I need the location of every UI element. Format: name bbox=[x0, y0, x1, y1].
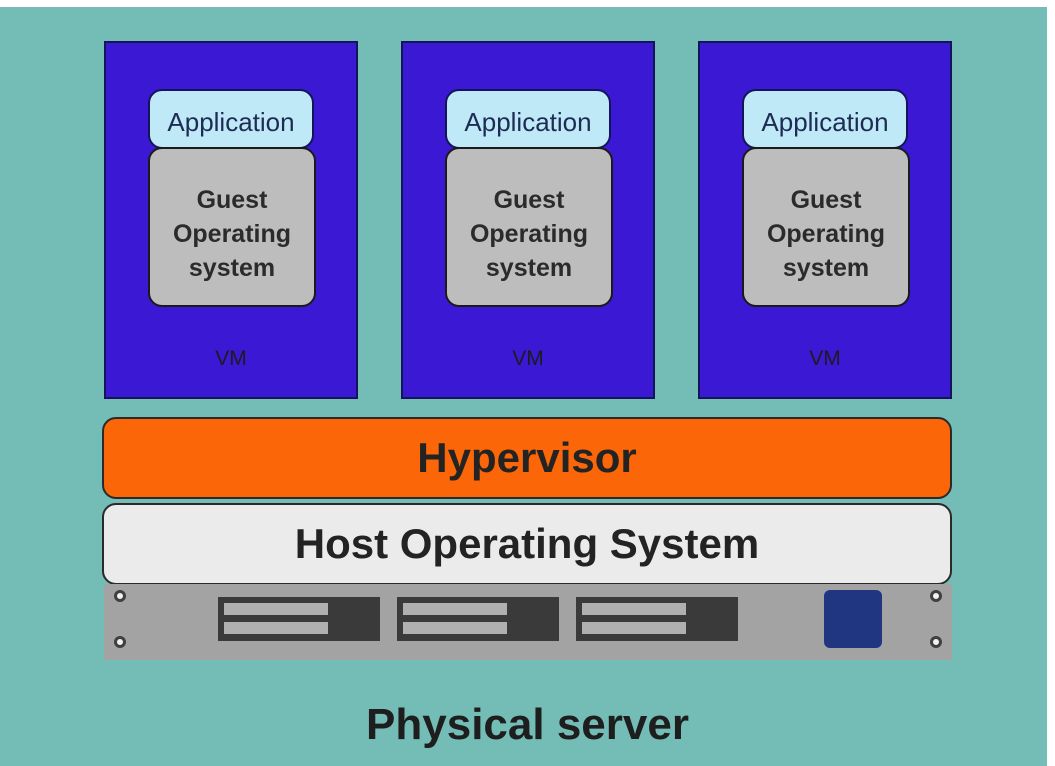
vm-label: VM bbox=[809, 347, 841, 370]
drive-slot bbox=[224, 603, 328, 615]
right-border bbox=[1047, 0, 1055, 766]
top-border bbox=[0, 0, 1055, 7]
drive-slot bbox=[403, 603, 507, 615]
guest-os-line: Guest bbox=[196, 186, 268, 214]
application-box: Application bbox=[148, 89, 314, 149]
power-button-icon bbox=[824, 590, 882, 648]
drive-bay-icon bbox=[397, 597, 559, 641]
guest-os-box: Guest Operating system bbox=[742, 147, 910, 307]
screw-icon bbox=[114, 636, 126, 648]
application-box: Application bbox=[742, 89, 908, 149]
drive-bay-icon bbox=[576, 597, 738, 641]
guest-os-line: Operating bbox=[172, 220, 292, 248]
host-os-layer: Host Operating System bbox=[102, 503, 952, 585]
guest-os-line: system bbox=[782, 254, 870, 282]
application-label: Application bbox=[167, 107, 295, 137]
guest-os-line: Guest bbox=[493, 186, 565, 214]
guest-os-line: Operating bbox=[469, 220, 589, 248]
guest-os-line: Operating bbox=[766, 220, 886, 248]
hypervisor-label: Hypervisor bbox=[417, 434, 637, 481]
guest-os-line: Guest bbox=[790, 186, 862, 214]
screw-icon bbox=[114, 590, 126, 602]
application-label: Application bbox=[761, 107, 889, 137]
screw-icon bbox=[930, 590, 942, 602]
drive-slot bbox=[582, 603, 686, 615]
guest-os-line: system bbox=[188, 254, 276, 282]
vm-box-1: Application Guest Operating system VM bbox=[104, 41, 358, 399]
drive-slot bbox=[582, 622, 686, 634]
physical-server-label: Physical server bbox=[366, 700, 689, 749]
vm-box-2: Application Guest Operating system VM bbox=[401, 41, 655, 399]
hypervisor-layer: Hypervisor bbox=[102, 417, 952, 499]
application-box: Application bbox=[445, 89, 611, 149]
host-os-label: Host Operating System bbox=[294, 520, 760, 567]
drive-slot bbox=[403, 622, 507, 634]
drive-bay-icon bbox=[218, 597, 380, 641]
application-label: Application bbox=[464, 107, 592, 137]
server-rack-icon bbox=[104, 584, 952, 660]
drive-slot bbox=[224, 622, 328, 634]
vm-label: VM bbox=[512, 347, 544, 370]
screw-icon bbox=[930, 636, 942, 648]
guest-os-line: system bbox=[485, 254, 573, 282]
guest-os-box: Guest Operating system bbox=[148, 147, 316, 307]
vm-box-3: Application Guest Operating system VM bbox=[698, 41, 952, 399]
vm-label: VM bbox=[215, 347, 247, 370]
guest-os-box: Guest Operating system bbox=[445, 147, 613, 307]
